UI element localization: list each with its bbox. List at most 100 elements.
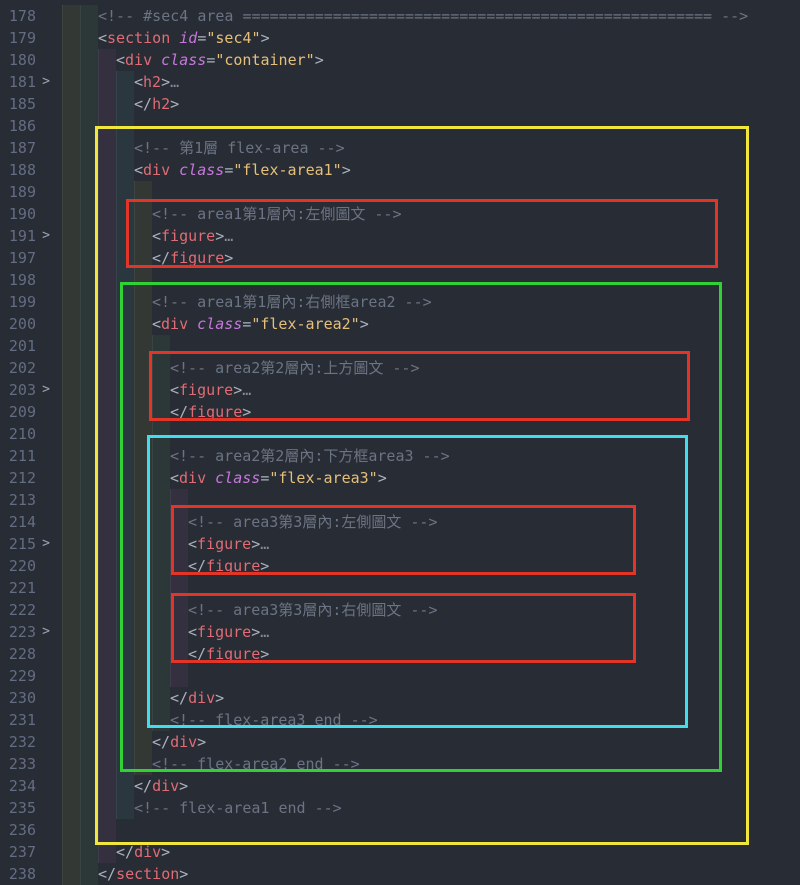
code-line[interactable]: 209</figure> (0, 401, 800, 423)
code-line[interactable]: 229 (0, 665, 800, 687)
attribute-value-token: "sec4" (206, 29, 261, 47)
code-line[interactable]: 203><figure>… (0, 379, 800, 401)
code-line[interactable]: 213 (0, 489, 800, 511)
code-line[interactable]: 228</figure> (0, 643, 800, 665)
fold-chevron-icon[interactable]: > (42, 536, 50, 551)
tag-name-token: div (161, 315, 189, 333)
attribute-name-token: class (179, 161, 225, 179)
punctuation-token: > (260, 557, 270, 575)
indent-guide (98, 643, 116, 665)
indent-guide (62, 313, 80, 335)
code-line[interactable]: 230</div> (0, 687, 800, 709)
punctuation-token: </ (188, 557, 207, 575)
code-line[interactable]: 191><figure>… (0, 225, 800, 247)
code-line[interactable]: 210 (0, 423, 800, 445)
code-line[interactable]: 220</figure> (0, 555, 800, 577)
code-line[interactable]: 190<!-- area1第1層內:左側圖文 --> (0, 203, 800, 225)
indent-guide (98, 511, 116, 533)
code-line[interactable]: 211<!-- area2第2層內:下方框area3 --> (0, 445, 800, 467)
line-number: 189 (8, 183, 36, 201)
code-line[interactable]: 185</h2> (0, 93, 800, 115)
code-line[interactable]: 179<section id="sec4"> (0, 27, 800, 49)
fold-chevron-icon[interactable]: > (42, 228, 50, 243)
tag-name-token: figure (188, 403, 243, 421)
line-number: 200 (8, 315, 36, 333)
indent-guide (152, 467, 170, 489)
line-number: 211 (8, 447, 36, 465)
indent-guide (80, 643, 98, 665)
code-line[interactable]: 186 (0, 115, 800, 137)
code-line[interactable]: 199<!-- area1第1層內:右側框area2 --> (0, 291, 800, 313)
indent-guide (116, 775, 134, 797)
code-line[interactable]: 223><figure>… (0, 621, 800, 643)
indent-guide (116, 269, 134, 291)
punctuation-token: < (134, 73, 144, 91)
line-number: 181 (8, 73, 36, 91)
code-line[interactable]: 187<!-- 第1層 flex-area --> (0, 137, 800, 159)
indent-guide (80, 93, 98, 115)
code-line[interactable]: 212<div class="flex-area3"> (0, 467, 800, 489)
indent-guide (116, 577, 134, 599)
line-number: 191 (8, 227, 36, 245)
comment-token: <!-- #sec4 area ========================… (98, 7, 749, 25)
code-line[interactable]: 221 (0, 577, 800, 599)
fold-chevron-icon[interactable]: > (42, 74, 50, 89)
code-text (56, 665, 800, 687)
indent-guide (134, 599, 152, 621)
fold-chevron-icon[interactable]: > (42, 624, 50, 639)
indent-guide (98, 225, 116, 247)
code-line[interactable]: 214<!-- area3第3層內:左側圖文 --> (0, 511, 800, 533)
folded-code-ellipsis: … (224, 227, 234, 245)
code-line[interactable]: 234</div> (0, 775, 800, 797)
code-line[interactable]: 233<!-- flex-area2 end --> (0, 753, 800, 775)
code-line[interactable]: 215><figure>… (0, 533, 800, 555)
fold-gutter-spacer (36, 753, 56, 775)
code-line[interactable]: 238</section> (0, 863, 800, 885)
punctuation-token: > (341, 161, 351, 179)
code-line[interactable]: 232</div> (0, 731, 800, 753)
indent-guide (80, 137, 98, 159)
code-line[interactable]: 235<!-- flex-area1 end --> (0, 797, 800, 819)
indent-guide (62, 709, 80, 731)
code-line[interactable]: 201 (0, 335, 800, 357)
indent-guide (152, 555, 170, 577)
code-text (56, 335, 800, 357)
punctuation-token: > (224, 249, 234, 267)
indent-guide (116, 401, 134, 423)
code-line[interactable]: 198 (0, 269, 800, 291)
code-line[interactable]: 237</div> (0, 841, 800, 863)
line-number: 229 (8, 667, 36, 685)
indent-guide (98, 599, 116, 621)
fold-gutter-spacer (36, 599, 56, 621)
comment-token: <!-- area3第3層內:右側圖文 --> (188, 601, 438, 619)
line-number: 197 (8, 249, 36, 267)
fold-gutter-spacer (36, 709, 56, 731)
indent-guide (80, 71, 98, 93)
code-line[interactable]: 231<!-- flex-area3 end --> (0, 709, 800, 731)
punctuation-token: = (242, 315, 252, 333)
code-line[interactable]: 180<div class="container"> (0, 49, 800, 71)
code-line[interactable]: 236 (0, 819, 800, 841)
attribute-name-token: id (179, 29, 198, 47)
code-line[interactable]: 178<!-- #sec4 area =====================… (0, 5, 800, 27)
indent-guide (116, 621, 134, 643)
code-line[interactable]: 200<div class="flex-area2"> (0, 313, 800, 335)
indent-guide (134, 291, 152, 313)
code-line[interactable]: 197</figure> (0, 247, 800, 269)
code-line[interactable]: 181><h2>… (0, 71, 800, 93)
code-line[interactable]: 202<!-- area2第2層內:上方圖文 --> (0, 357, 800, 379)
fold-gutter-spacer (36, 401, 56, 423)
fold-chevron-icon[interactable]: > (42, 382, 50, 397)
indent-guide (62, 599, 80, 621)
indent-guide (116, 203, 134, 225)
code-text: <!-- #sec4 area ========================… (56, 5, 800, 27)
code-line[interactable]: 188<div class="flex-area1"> (0, 159, 800, 181)
indent-guide (98, 489, 116, 511)
indent-guide (116, 753, 134, 775)
indent-guide (98, 775, 116, 797)
line-number: 222 (8, 601, 36, 619)
code-line[interactable]: 222 <!-- area3第3層內:右側圖文 --> (0, 599, 800, 621)
code-line[interactable]: 189 (0, 181, 800, 203)
